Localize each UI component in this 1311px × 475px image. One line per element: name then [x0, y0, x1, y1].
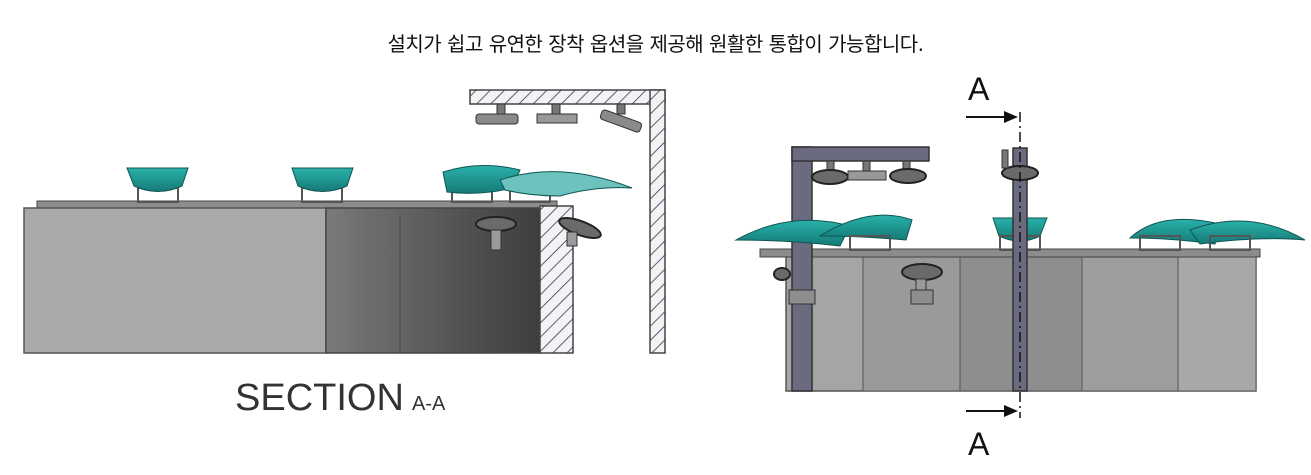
caption: 설치가 쉽고 유연한 장착 옵션을 제공해 원활한 통합이 가능합니다.: [387, 32, 924, 56]
cabinet-front: [23, 207, 327, 354]
support-pole: [791, 146, 813, 392]
section-arrow-top: [966, 111, 1018, 123]
wall-bracket: [649, 89, 666, 354]
center-post: [1001, 147, 1039, 392]
front-view: A A: [734, 71, 1306, 462]
adjust-knob: [901, 263, 943, 305]
section-label-suffix: A-A: [412, 393, 446, 415]
ceiling-mount: [536, 103, 578, 124]
section-view: SECTION A-A: [23, 89, 666, 419]
fixture-wide: [818, 214, 913, 251]
ceiling-mount: [811, 160, 849, 185]
ceiling-mount: [889, 160, 927, 184]
section-marker-top: A: [968, 71, 990, 107]
side-knob: [773, 267, 816, 305]
ceiling-mount: [599, 103, 643, 133]
cabinet-section: [325, 207, 541, 354]
fixture-overhang: [499, 171, 633, 203]
fixture: [291, 167, 354, 203]
ceiling-bracket: [469, 89, 666, 105]
ceiling-mount: [475, 103, 519, 125]
fixture: [126, 167, 189, 203]
adjust-knob: [475, 216, 517, 251]
fixture-wide: [1189, 220, 1306, 251]
adjust-knob: [558, 217, 602, 247]
support-arm: [791, 146, 930, 162]
section-marker-bottom: A: [968, 426, 990, 462]
section-label-word: SECTION: [235, 377, 404, 419]
ceiling-mount: [847, 160, 887, 181]
section-arrow-bottom: [966, 405, 1018, 417]
